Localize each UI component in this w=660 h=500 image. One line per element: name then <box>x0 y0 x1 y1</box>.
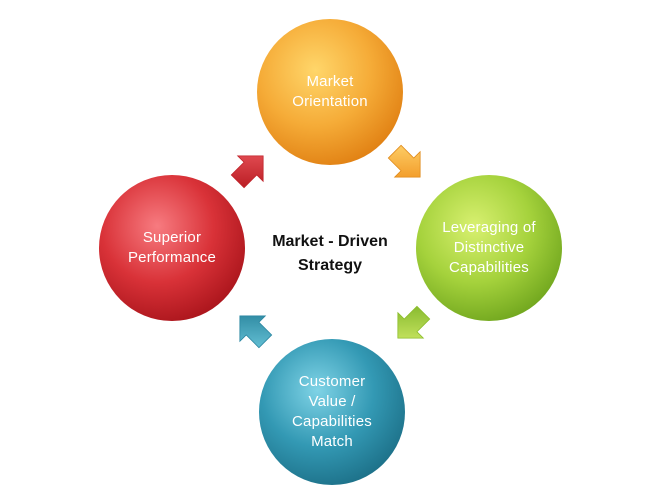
customer-value-label: Customer Value / Capabilities Match <box>267 372 397 452</box>
customer-value-label-line: Match <box>311 433 353 450</box>
arrow-orange-to-green <box>387 144 421 178</box>
superior-performance-label-line: Superior <box>142 229 202 246</box>
center-title: Market - Driven Strategy <box>250 230 410 278</box>
market-orientation-label-line: Market <box>306 73 354 90</box>
arrow-red-to-orange <box>230 155 264 189</box>
superior-performance-label: Superior Performance <box>107 228 237 268</box>
superior-performance-label-line: Performance <box>127 249 217 266</box>
market-orientation-label-line: Orientation <box>292 93 368 110</box>
market-orientation-circle <box>257 19 403 165</box>
leveraging-capabilities-label-line: Leveraging of <box>442 219 536 236</box>
arrow-teal-to-red <box>239 315 273 349</box>
center-title-line: Market - Driven <box>272 233 388 250</box>
customer-value-label-line: Value / <box>308 393 356 410</box>
customer-value-label-line: Capabilities <box>292 413 372 430</box>
superior-performance-circle <box>99 175 245 321</box>
leveraging-capabilities-label-line: Capabilities <box>449 259 529 276</box>
customer-value-circle <box>259 339 405 485</box>
leveraging-capabilities-label: Leveraging of Distinctive Capabilities <box>424 218 554 278</box>
market-orientation-label: Market Orientation <box>265 72 395 112</box>
center-title-line: Strategy <box>297 257 363 274</box>
leveraging-capabilities-label-line: Distinctive <box>453 239 525 256</box>
leveraging-capabilities-circle <box>416 175 562 321</box>
arrow-green-to-teal <box>397 305 431 339</box>
customer-value-label-line: Customer <box>298 373 366 390</box>
